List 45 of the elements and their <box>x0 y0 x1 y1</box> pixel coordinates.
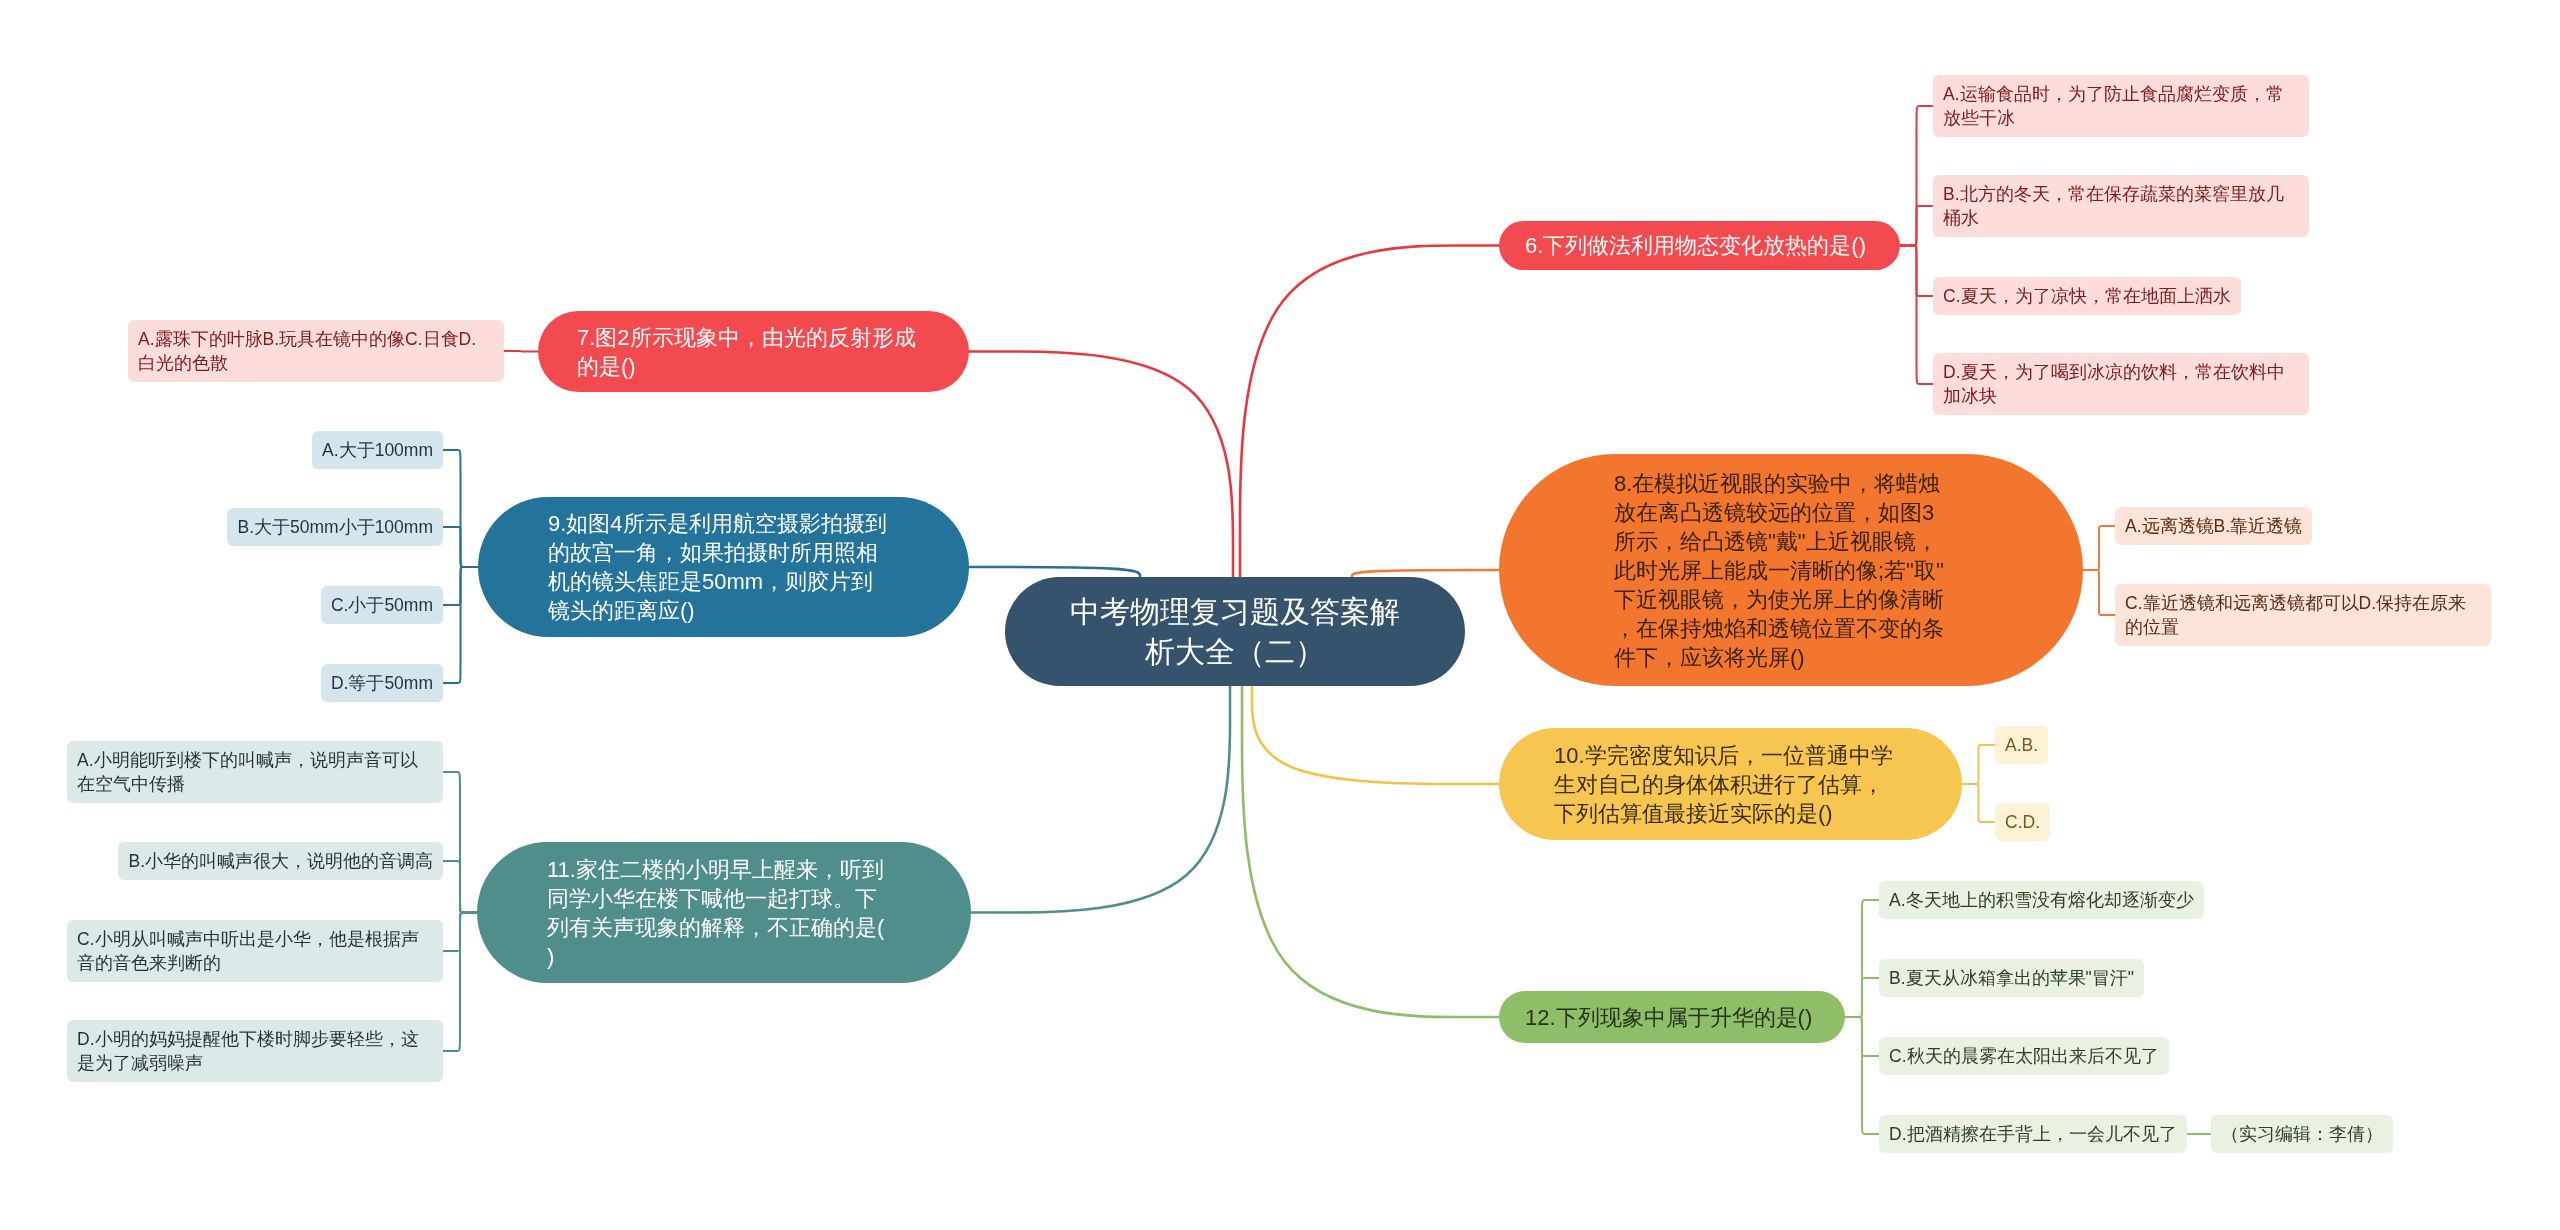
answer-option: D.夏天，为了喝到冰凉的饮料，常在饮料中加冰块 <box>1933 353 2309 415</box>
answer-option: D.等于50mm <box>320 664 443 702</box>
answer-option: C.秋天的晨雾在太阳出来后不见了 <box>1879 1037 2169 1075</box>
question-topic: 6.下列做法利用物态变化放热的是() <box>1499 221 1900 270</box>
answer-option: C.靠近透镜和远离透镜都可以D.保持在原来的位置 <box>2115 584 2491 646</box>
answer-option: A.露珠下的叶脉B.玩具在镜中的像C.日食D.白光的色散 <box>128 320 504 382</box>
branch-line <box>442 566 479 684</box>
answer-option: A.冬天地上的积雪没有熔化却逐渐变少 <box>1879 881 2204 919</box>
answer-option: A.小明能听到楼下的叫喊声，说明声音可以在空气中传播 <box>67 741 443 803</box>
branch-line <box>2185 1133 2212 1135</box>
branch-line <box>1240 684 1501 1019</box>
answer-option: B.大于50mm小于100mm <box>227 508 443 546</box>
branch-line <box>969 684 1232 914</box>
question-topic: 11.家住二楼的小明早上醒来，听到同学小华在楼下喊他一起打球。下列有关声现象的解释，不正确的是() <box>477 842 971 983</box>
question-topic: 8.在模拟近视眼的实验中，将蜡烛放在离凸透镜较远的位置，如图3所示，给凸透镜"戴"上近视眼镜，此时光屏上能成一清晰的像;若"取"下近视眼镜，为使光屏上的像清晰，在保持烛焰和透镜位置不变的条件下，应该将光屏() <box>1499 454 2083 686</box>
answer-option: A.B. <box>1995 726 2049 764</box>
branch-line <box>442 911 478 1052</box>
branch-line <box>1350 568 1501 579</box>
branch-line <box>2082 569 2116 616</box>
answer-option: A.运输食品时，为了防止食品腐烂变质，常放些干冰 <box>1933 75 2309 137</box>
answer-option: D.小明的妈妈提醒他下楼时脚步要轻些，这是为了减弱噪声 <box>67 1020 443 1082</box>
answer-option: A.远离透镜B.靠近透镜 <box>2115 507 2313 545</box>
branch-line <box>1844 1016 1880 1135</box>
branch-line <box>1238 244 1501 579</box>
question-topic: 10.学完密度知识后，一位普通中学生对自己的身体体积进行了估算，下列估算值最接近实际的是() <box>1499 728 1962 840</box>
question-topic: 9.如图4所示是利用航空摄影拍摄到的故宫一角，如果拍摄时所用照相机的镜头焦距是50mm，则胶片到镜头的距离应() <box>478 497 969 637</box>
answer-option: C.夏天，为了凉快，常在地面上洒水 <box>1933 277 2241 315</box>
answer-option: D.把酒精擦在手背上，一会儿不见了 <box>1879 1115 2187 1153</box>
answer-option: C.D. <box>1995 803 2050 841</box>
answer-option: B.夏天从冰箱拿出的苹果"冒汗" <box>1879 959 2144 997</box>
question-topic: 12.下列现象中属于升华的是() <box>1499 991 1845 1043</box>
branch-line <box>1899 244 1934 385</box>
branch-line <box>967 565 1142 579</box>
editor-note: （实习编辑：李倩） <box>2211 1115 2393 1153</box>
answer-option: B.小华的叫喊声很大，说明他的音调高 <box>118 842 443 880</box>
branch-line <box>1250 684 1501 786</box>
answer-option: A.大于100mm <box>312 431 443 469</box>
answer-option: C.小于50mm <box>320 586 443 624</box>
answer-option: B.北方的冬天，常在保存蔬菜的菜窖里放几桶水 <box>1933 175 2309 237</box>
central-topic: 中考物理复习题及答案解析大全（二） <box>1005 577 1465 686</box>
question-topic: 7.图2所示现象中，由光的反射形成的是() <box>538 311 969 392</box>
branch-line <box>503 350 539 353</box>
branch-line <box>1961 783 1996 823</box>
answer-option: C.小明从叫喊声中听出是小华，他是根据声音的音色来判断的 <box>67 920 443 982</box>
branch-line <box>967 350 1235 579</box>
